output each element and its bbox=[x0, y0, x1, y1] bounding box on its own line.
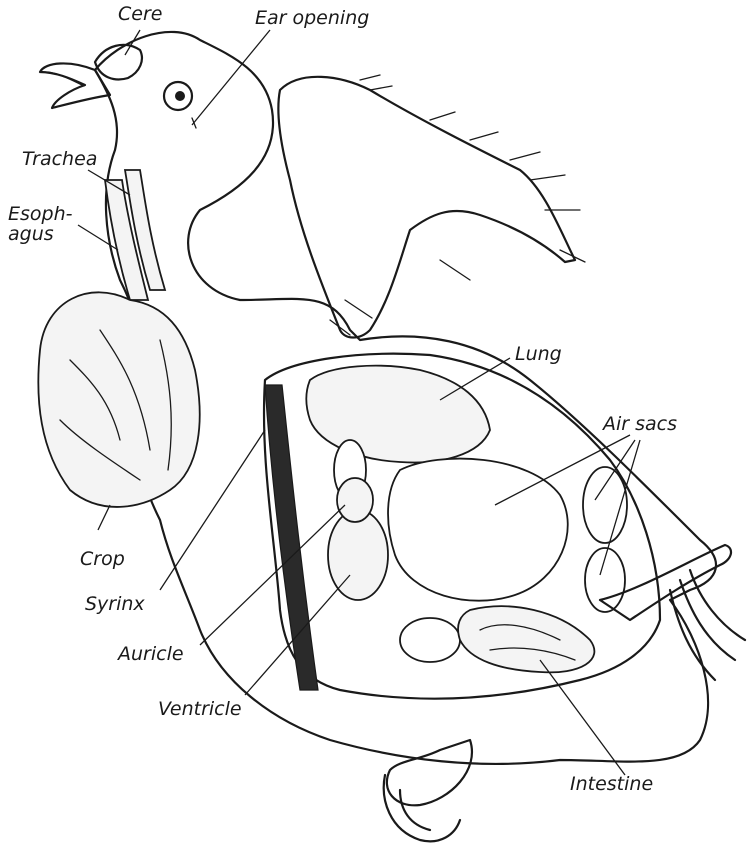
air-sac-small-3 bbox=[400, 618, 460, 662]
label-crop: Crop bbox=[80, 548, 125, 570]
wing bbox=[278, 75, 585, 338]
label-ventricle: Ventricle bbox=[158, 698, 242, 720]
label-syrinx: Syrinx bbox=[85, 593, 145, 615]
intestine bbox=[458, 606, 594, 672]
label-esophagus-line1: Esoph- bbox=[8, 203, 73, 225]
label-esophagus-line2: agus bbox=[8, 223, 54, 245]
label-lung: Lung bbox=[515, 343, 562, 365]
label-trachea: Trachea bbox=[22, 148, 97, 170]
ventricle-shape bbox=[328, 510, 388, 600]
lower-foot bbox=[384, 775, 460, 841]
label-air-sacs: Air sacs bbox=[601, 413, 677, 435]
crop bbox=[38, 292, 199, 507]
upper-toes bbox=[670, 570, 745, 680]
label-auricle: Auricle bbox=[116, 643, 184, 665]
leader-crop bbox=[98, 505, 110, 530]
label-ear-opening: Ear opening bbox=[255, 7, 369, 29]
air-sac-large bbox=[388, 459, 568, 601]
label-cere: Cere bbox=[118, 3, 162, 25]
neck-tubes bbox=[105, 170, 165, 300]
label-intestine: Intestine bbox=[570, 773, 653, 795]
auricle-shape bbox=[337, 478, 373, 522]
head bbox=[40, 45, 196, 128]
lung bbox=[306, 366, 490, 463]
leader-cere bbox=[125, 30, 140, 55]
leader-intestine bbox=[540, 660, 625, 775]
heart bbox=[328, 478, 388, 600]
